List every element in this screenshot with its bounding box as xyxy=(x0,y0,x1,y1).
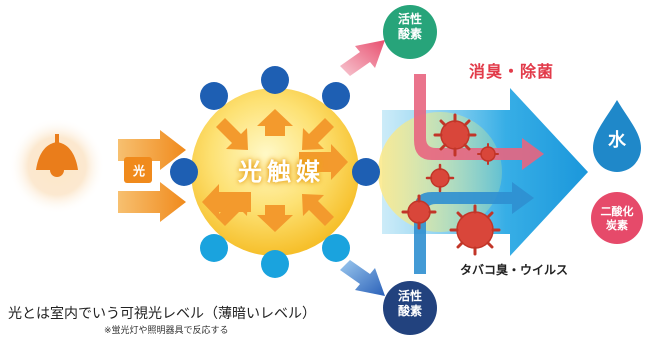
caption-note: ※蛍光灯や照明器具で反応する xyxy=(104,326,229,336)
electron xyxy=(261,66,289,94)
arrow-to-oxygen-top xyxy=(340,40,385,76)
virus-icon xyxy=(477,143,499,165)
electron xyxy=(170,158,198,186)
electron xyxy=(322,82,350,110)
active-oxygen-top-label: 活性 酸素 xyxy=(397,12,422,41)
caption-main: 光とは室内でいう可視光レベル（薄暗いレベル） xyxy=(8,306,316,322)
arrow-to-oxygen-bottom xyxy=(340,260,385,296)
active-oxygen-top-bubble xyxy=(383,5,437,59)
light-label-bg xyxy=(124,157,152,183)
deodorize-label: 消臭・除菌 xyxy=(469,62,555,81)
blue-flow-arrow xyxy=(414,182,534,274)
water-label: 水 xyxy=(608,130,626,151)
catalyst-label: 光触媒 xyxy=(238,158,325,186)
co2-label: 二酸化 炭素 xyxy=(600,205,634,232)
water-drop-icon xyxy=(593,100,641,172)
electron xyxy=(200,234,228,262)
light-arrow-lower xyxy=(118,182,186,222)
pink-flow-arrow xyxy=(414,74,544,170)
target-label: タバコ臭・ウイルス xyxy=(460,263,569,277)
electron xyxy=(322,234,350,262)
virus-icon xyxy=(433,113,477,157)
virus-icon xyxy=(449,204,501,256)
virus-icon xyxy=(401,194,437,230)
light-label: 光 xyxy=(133,164,146,178)
lamp-icon xyxy=(9,118,105,214)
active-oxygen-bottom-label: 活性 酸素 xyxy=(397,289,422,318)
inner-arrows xyxy=(202,109,348,232)
electron xyxy=(352,158,380,186)
electron xyxy=(261,250,289,278)
active-oxygen-bottom-bubble xyxy=(383,281,437,335)
virus-group xyxy=(401,113,501,256)
electron xyxy=(200,82,228,110)
catalyst-group xyxy=(170,66,380,278)
co2-bubble xyxy=(591,192,643,244)
light-arrows xyxy=(118,130,186,222)
virus-icon xyxy=(425,163,455,193)
